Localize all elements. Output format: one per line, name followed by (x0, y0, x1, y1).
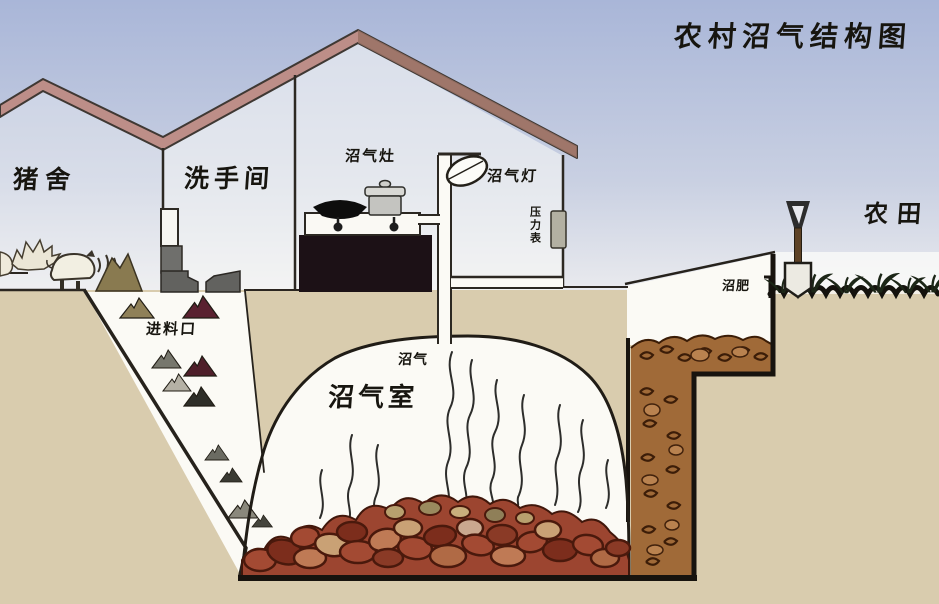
toilet-pedestal (160, 245, 183, 274)
label-biogas: 沼气 (397, 352, 429, 368)
toilet-platform-left (160, 270, 199, 293)
label-biogas-chamber: 沼气室 (326, 383, 420, 413)
label-washroom: 洗手间 (183, 164, 276, 193)
biogas-lamp-fixture (445, 155, 489, 187)
biogas-chamber-dome (238, 334, 697, 581)
burner-knobs (333, 217, 399, 232)
stove-counter (304, 212, 421, 236)
toilet-platform-right (205, 270, 241, 293)
diagram-title: 农村沼气结构图 (672, 20, 914, 53)
gas-pipes (418, 152, 563, 345)
farmland-area (624, 201, 939, 300)
label-biogas-lamp: 沼气灯 (486, 167, 539, 185)
toilet-cistern (160, 208, 179, 247)
manure-mound (94, 252, 144, 292)
roofs (0, 29, 578, 159)
pot (364, 179, 406, 216)
house-floor-band (451, 277, 563, 288)
label-pigsty: 猪舍 (12, 165, 79, 194)
biogas-stove (299, 179, 432, 292)
pressure-gauge-box (550, 210, 567, 249)
label-farmland: 农田 (863, 200, 932, 228)
outlet-pit-opening (627, 254, 773, 345)
label-biogas-fertilizer: 沼肥 (721, 279, 751, 294)
outlet-channel-wall (691, 254, 776, 578)
roof-right-slope (358, 30, 577, 158)
slurry-fill (631, 335, 773, 576)
pigs-illustration (0, 238, 144, 292)
rocks (242, 500, 632, 573)
wok (313, 200, 367, 219)
washroom-toilet (160, 208, 241, 293)
stove-cabinet (299, 235, 432, 292)
label-pressure-gauge: 压力表 (528, 206, 542, 245)
label-biogas-stove: 沼气灶 (344, 147, 397, 165)
slurry-texture (638, 345, 769, 566)
outlet-channel (626, 254, 776, 578)
shovel (783, 201, 813, 299)
slope-line (624, 250, 776, 286)
label-feed-inlet: 进料口 (145, 320, 198, 338)
gas-wisps (319, 351, 610, 531)
